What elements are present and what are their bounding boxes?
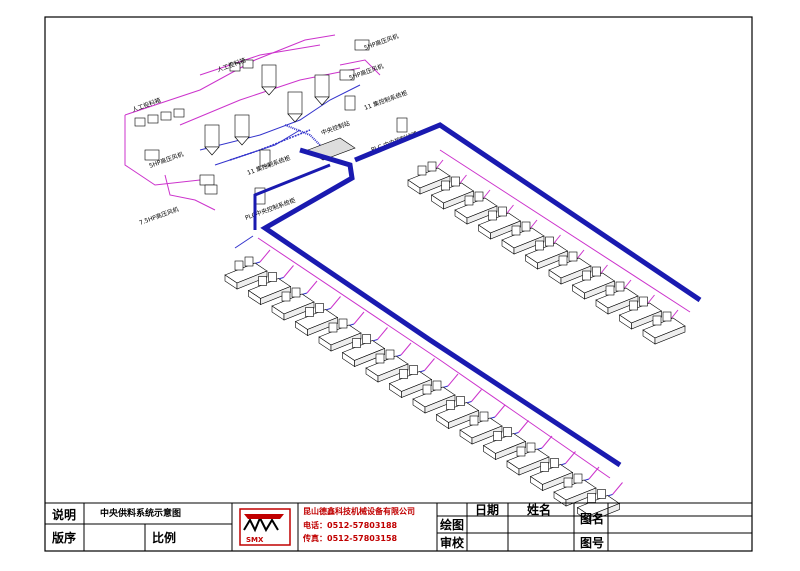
feed-branch <box>669 309 679 321</box>
company-logo: SMX <box>239 508 291 546</box>
feed-branch <box>565 451 576 464</box>
injection-machine <box>459 411 503 445</box>
branch-stub <box>234 235 254 249</box>
description-label: 说明 <box>52 507 76 522</box>
feed-branch <box>471 389 482 402</box>
feed-branch <box>494 404 506 418</box>
injection-machine <box>271 287 315 321</box>
feed-branch <box>377 327 388 340</box>
date-label: 日期 <box>475 502 499 517</box>
main-bus-layer <box>234 122 702 498</box>
drawing-name-label: 图名 <box>580 511 604 526</box>
branch-parallel-lower <box>257 237 611 479</box>
drawn-label: 绘图 <box>440 517 464 532</box>
injection-machine <box>407 161 451 195</box>
feed-branch <box>505 204 514 216</box>
feed-branch <box>528 219 538 231</box>
injection-machine <box>482 427 527 461</box>
injection-machine <box>454 191 498 225</box>
injection-machine <box>318 318 362 352</box>
feed-branch <box>541 435 553 449</box>
feed-branch <box>259 249 271 263</box>
feed-branch <box>575 249 585 261</box>
injection-machine <box>412 380 456 414</box>
scale-label: 比例 <box>152 530 176 545</box>
title-block <box>45 502 752 551</box>
injection-machine <box>618 296 663 330</box>
feed-branch <box>481 189 491 201</box>
injection-machine <box>595 281 639 315</box>
injection-machine <box>430 176 475 210</box>
feed-branch <box>306 280 318 294</box>
injection-machine <box>341 334 386 368</box>
plc-feed-line <box>253 163 331 230</box>
feed-branch <box>424 358 435 371</box>
injection-machine <box>365 349 409 383</box>
label-blower-4: 7.5HP高压风机 <box>138 205 180 227</box>
injection-machine <box>642 311 686 345</box>
checked-label: 审校 <box>440 535 465 550</box>
injection-machine <box>247 272 292 306</box>
injection-machine <box>224 256 268 290</box>
injection-machines-layer <box>224 161 686 523</box>
injection-machine <box>477 206 522 240</box>
company-phone: 电话：0512-57803188 <box>303 520 398 530</box>
feed-branch <box>434 159 444 171</box>
company-fax: 传真：0512-57803158 <box>302 533 398 543</box>
feed-branch <box>622 279 632 291</box>
injection-machine <box>571 266 616 300</box>
feed-branch <box>330 296 341 309</box>
drawing-no-label: 图号 <box>580 535 604 550</box>
feed-branch <box>283 265 294 278</box>
injection-machine <box>294 303 339 337</box>
label-plc-cabinet: PLC中央控制系统柜 <box>244 196 297 222</box>
svg-text:SMX: SMX <box>246 536 264 544</box>
feed-branch <box>518 420 529 433</box>
injection-machine <box>548 251 592 285</box>
feed-branch <box>447 373 459 387</box>
right-feed-bus <box>354 122 702 303</box>
feed-branch <box>588 466 600 480</box>
feed-branch <box>353 311 365 325</box>
branch-parallel-right <box>439 149 691 313</box>
injection-machine <box>524 236 569 270</box>
feed-branch <box>646 294 655 306</box>
main-feed-bus <box>260 147 622 468</box>
label-central-station: 中央控制站 <box>320 119 351 137</box>
drawing-border <box>44 16 753 552</box>
order-label: 版序 <box>52 530 76 545</box>
injection-machine <box>435 396 480 430</box>
feed-branch <box>400 342 412 356</box>
feed-branch <box>599 264 608 276</box>
injection-machine <box>388 365 433 399</box>
equipment-cluster <box>124 34 408 211</box>
label-cabinet-2: 11 集控制系统柜 <box>363 89 409 112</box>
feed-branch <box>612 482 623 495</box>
feed-branch <box>458 174 467 186</box>
injection-machine <box>501 221 545 255</box>
name-label: 姓名 <box>527 502 551 517</box>
injection-machine <box>529 458 574 492</box>
feed-branch <box>552 234 561 246</box>
drawing-title: 中央供料系统示意图 <box>100 507 181 519</box>
injection-machine <box>576 489 621 523</box>
injection-machine <box>506 442 550 476</box>
label-manual-feed-1: 人工投料箱 <box>131 96 162 114</box>
company-name: 昆山德鑫科技机械设备有限公司 <box>303 506 415 516</box>
